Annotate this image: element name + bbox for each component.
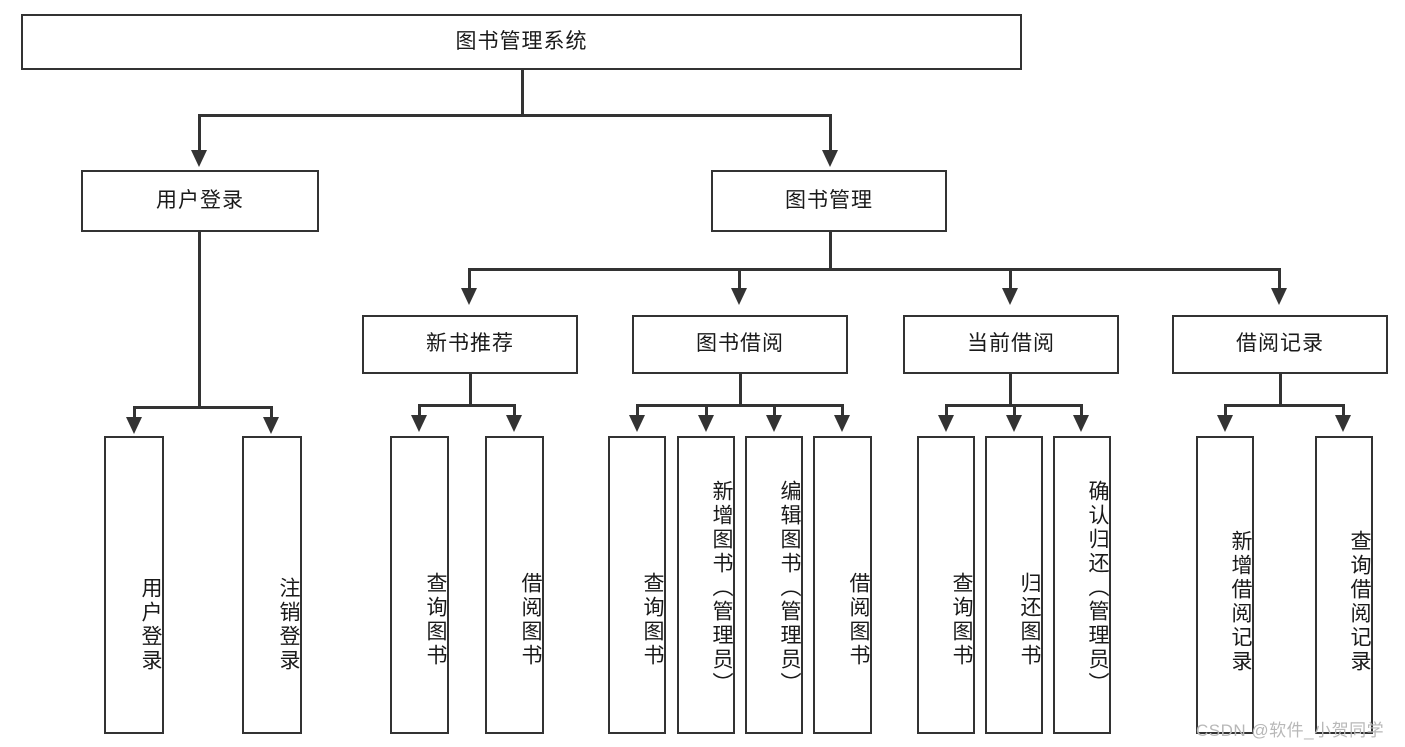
connector-bm-drop-3 bbox=[1009, 268, 1012, 290]
connector-root-to-user-login bbox=[198, 114, 201, 152]
connector-user-login-bus bbox=[133, 406, 272, 409]
leaf-user-login-signout[interactable]: 注销登录 bbox=[242, 436, 302, 734]
node-book-borrow[interactable]: 图书借阅 bbox=[632, 315, 848, 374]
connector-root-stem bbox=[521, 70, 524, 114]
arrowhead-user-login-leaf-2 bbox=[263, 417, 279, 434]
connector-root-bus bbox=[198, 114, 832, 117]
connector-bb-stem bbox=[739, 374, 742, 406]
leaf-borrow-record-query-record[interactable]: 查询借阅记录 bbox=[1315, 436, 1373, 734]
leaf-current-borrow-return-books[interactable]: 归还图书 bbox=[985, 436, 1043, 734]
arrowhead-bb-leaf-3 bbox=[766, 415, 782, 432]
connector-nbr-stem bbox=[469, 374, 472, 406]
connector-bm-drop-1 bbox=[468, 268, 471, 290]
connector-br-stem bbox=[1279, 374, 1282, 406]
connector-root-to-book-management bbox=[829, 114, 832, 152]
arrowhead-to-user-login bbox=[191, 150, 207, 167]
connector-nbr-bus bbox=[418, 404, 516, 407]
connector-nbr-drop-2 bbox=[513, 404, 516, 417]
arrowhead-to-current-borrow bbox=[1002, 288, 1018, 305]
node-borrow-record[interactable]: 借阅记录 bbox=[1172, 315, 1388, 374]
arrowhead-br-leaf-1 bbox=[1217, 415, 1233, 432]
arrowhead-bb-leaf-2 bbox=[698, 415, 714, 432]
connector-bb-drop-2 bbox=[705, 404, 708, 417]
arrowhead-bb-leaf-1 bbox=[629, 415, 645, 432]
arrowhead-nbr-leaf-2 bbox=[506, 415, 522, 432]
leaf-user-login-signin[interactable]: 用户登录 bbox=[104, 436, 164, 734]
node-user-login[interactable]: 用户登录 bbox=[81, 170, 319, 232]
arrowhead-to-borrow-record bbox=[1271, 288, 1287, 305]
arrowhead-cb-leaf-2 bbox=[1006, 415, 1022, 432]
arrowhead-bb-leaf-4 bbox=[834, 415, 850, 432]
connector-cb-drop-1 bbox=[945, 404, 948, 417]
connector-br-bus bbox=[1224, 404, 1342, 407]
arrowhead-to-book-management bbox=[822, 150, 838, 167]
leaf-new-book-query-books[interactable]: 查询图书 bbox=[390, 436, 449, 734]
connector-bb-drop-4 bbox=[841, 404, 844, 417]
leaf-new-book-borrow-books[interactable]: 借阅图书 bbox=[485, 436, 544, 734]
leaf-book-borrow-borrow-books[interactable]: 借阅图书 bbox=[813, 436, 872, 734]
leaf-borrow-record-add-record[interactable]: 新增借阅记录 bbox=[1196, 436, 1254, 734]
leaf-book-borrow-add-book-admin[interactable]: 新增图书（管理员） bbox=[677, 436, 735, 734]
connector-cb-stem bbox=[1009, 374, 1012, 406]
node-current-borrow[interactable]: 当前借阅 bbox=[903, 315, 1119, 374]
arrowhead-to-book-borrow bbox=[731, 288, 747, 305]
connector-bb-drop-3 bbox=[773, 404, 776, 417]
connector-user-login-stem bbox=[198, 232, 201, 408]
connector-cb-drop-2 bbox=[1013, 404, 1016, 417]
connector-book-management-bus bbox=[468, 268, 1281, 271]
connector-br-drop-2 bbox=[1342, 404, 1345, 417]
connector-user-login-drop-2 bbox=[270, 406, 273, 419]
csdn-watermark: CSDN @软件_小贺同学 bbox=[1196, 721, 1385, 740]
arrowhead-br-leaf-2 bbox=[1335, 415, 1351, 432]
arrowhead-cb-leaf-3 bbox=[1073, 415, 1089, 432]
arrowhead-nbr-leaf-1 bbox=[411, 415, 427, 432]
leaf-book-borrow-edit-book-admin[interactable]: 编辑图书（管理员） bbox=[745, 436, 803, 734]
arrowhead-user-login-leaf-1 bbox=[126, 417, 142, 434]
node-root-book-management-system[interactable]: 图书管理系统 bbox=[21, 14, 1022, 70]
arrowhead-cb-leaf-1 bbox=[938, 415, 954, 432]
arrowhead-to-new-book-recommend bbox=[461, 288, 477, 305]
connector-bm-drop-4 bbox=[1278, 268, 1281, 290]
connector-user-login-drop-1 bbox=[133, 406, 136, 419]
leaf-book-borrow-query-books[interactable]: 查询图书 bbox=[608, 436, 666, 734]
connector-nbr-drop-1 bbox=[418, 404, 421, 417]
leaf-current-borrow-query-books[interactable]: 查询图书 bbox=[917, 436, 975, 734]
node-new-book-recommend[interactable]: 新书推荐 bbox=[362, 315, 578, 374]
node-book-management[interactable]: 图书管理 bbox=[711, 170, 947, 232]
connector-cb-drop-3 bbox=[1080, 404, 1083, 417]
connector-bb-bus bbox=[636, 404, 843, 407]
leaf-current-borrow-confirm-return-admin[interactable]: 确认归还（管理员） bbox=[1053, 436, 1111, 734]
connector-br-drop-1 bbox=[1224, 404, 1227, 417]
connector-bm-drop-2 bbox=[738, 268, 741, 290]
connector-book-management-stem bbox=[829, 232, 832, 270]
connector-bb-drop-1 bbox=[636, 404, 639, 417]
